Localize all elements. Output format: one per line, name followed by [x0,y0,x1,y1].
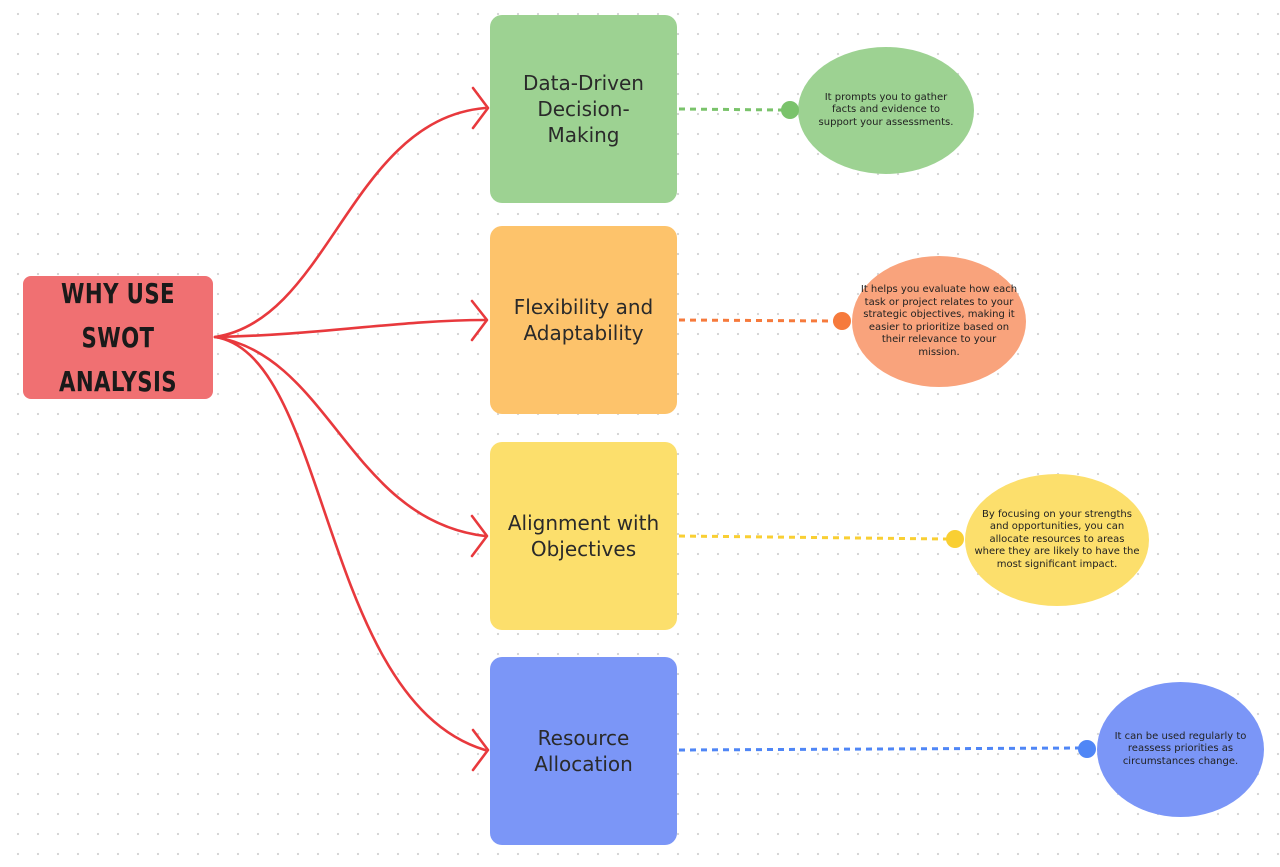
root-node[interactable]: WHY USE SWOT ANALYSIS [23,276,213,399]
dashed-link-green [678,107,783,112]
benefit-title: Data-Driven Decision-Making [523,71,644,147]
note-bubble-flexibility[interactable]: It helps you evaluate how each task or p… [852,256,1026,387]
note-bubble-alignment[interactable]: By focusing on your strengths and opport… [965,474,1149,606]
benefit-card-resource[interactable]: Resource Allocation [490,657,677,845]
connector-dot-green[interactable] [781,101,799,119]
dashed-link-orange [678,318,835,323]
dashed-link-yellow [678,534,948,541]
connector-dot-yellow[interactable] [946,530,964,548]
arrowhead-alignment [470,514,489,558]
arrowhead-flexibility [470,299,489,342]
note-text: It helps you evaluate how each task or p… [860,284,1018,358]
arrow-to-data-driven [213,106,487,339]
note-text: By focusing on your strengths and opport… [974,508,1140,570]
arrow-to-flexibility [213,318,487,339]
arrow-to-resource [213,335,487,752]
note-text: It prompts you to gather facts and evide… [818,91,954,128]
connector-dot-blue[interactable] [1078,740,1096,758]
note-text: It can be used regularly to reassess pri… [1114,730,1247,767]
benefit-card-data-driven[interactable]: Data-Driven Decision-Making [490,15,677,203]
benefit-title: Alignment with Objectives [507,511,660,561]
note-bubble-resource[interactable]: It can be used regularly to reassess pri… [1097,682,1264,817]
benefit-title: Flexibility and Adaptability [513,295,654,345]
root-label: WHY USE SWOT ANALYSIS [58,276,178,398]
note-bubble-data-driven[interactable]: It prompts you to gather facts and evide… [798,47,974,174]
benefit-card-alignment[interactable]: Alignment with Objectives [490,442,677,630]
arrowhead-resource [471,728,490,772]
dashed-link-blue [678,746,1080,752]
connector-dot-orange[interactable] [833,312,851,330]
arrowhead-data-driven [471,86,490,130]
benefit-card-flexibility[interactable]: Flexibility and Adaptability [490,226,677,414]
arrow-to-alignment [213,335,487,538]
benefit-title: Resource Allocation [534,726,633,776]
